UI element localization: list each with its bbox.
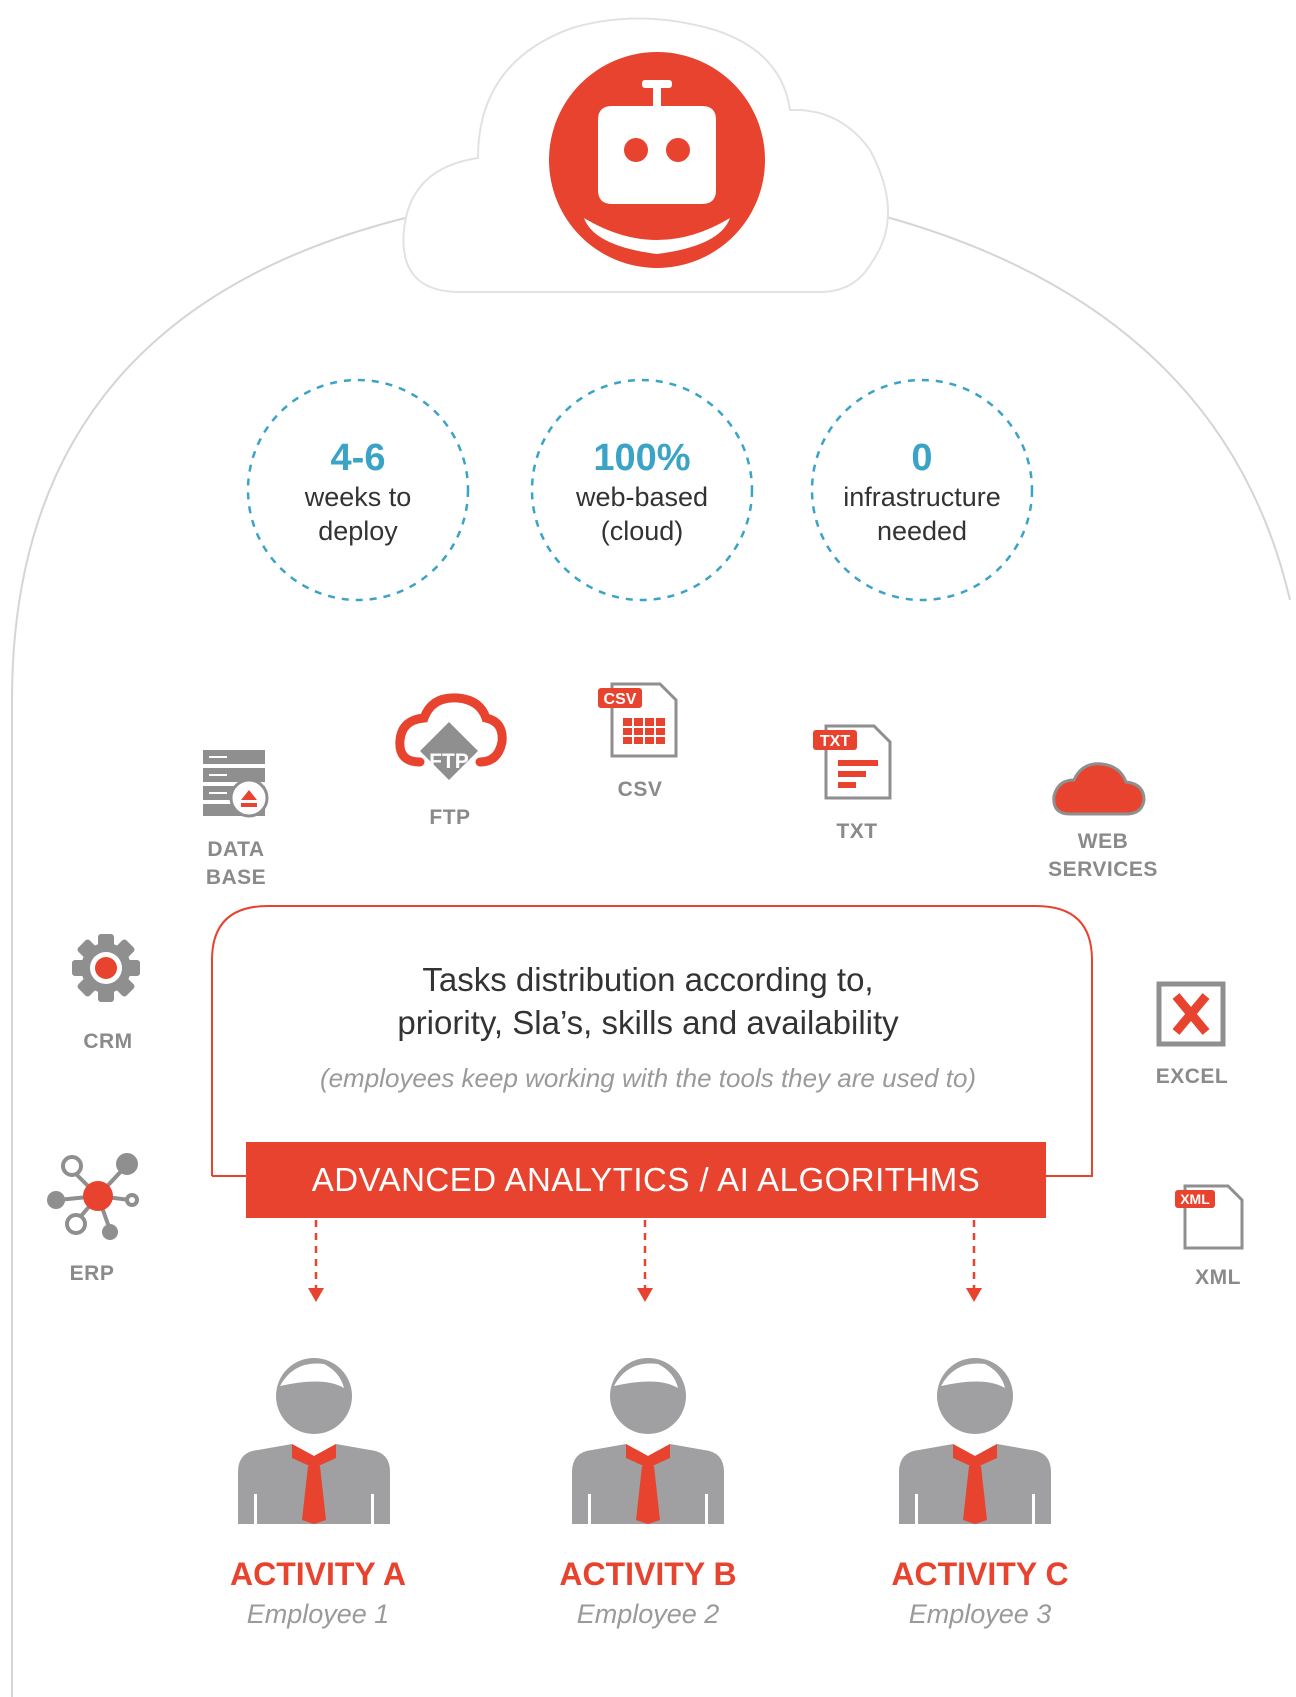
stat-label-line1: web-based bbox=[575, 482, 709, 512]
tasks-box bbox=[211, 905, 1093, 1177]
stat-circle-2 bbox=[530, 378, 754, 602]
source-label: CSV bbox=[617, 778, 663, 801]
activity-name: ACTIVITY C bbox=[891, 1556, 1069, 1592]
source-database: DATA BASE bbox=[176, 836, 296, 892]
source-label: WEB bbox=[1077, 830, 1129, 853]
source-crm: CRM bbox=[48, 1028, 168, 1056]
tasks-line-2: priority, Sla’s, skills and availability bbox=[397, 1004, 899, 1041]
excel-icon bbox=[1156, 981, 1226, 1047]
network-icon bbox=[47, 1153, 139, 1240]
stat-label-line2: needed bbox=[876, 516, 968, 546]
robot-icon bbox=[549, 52, 765, 268]
source-ftp: FTP bbox=[390, 804, 510, 832]
stat-value: 0 bbox=[911, 437, 933, 479]
txt-file-icon: TXT bbox=[813, 724, 892, 800]
svg-text:CSV: CSV bbox=[604, 691, 637, 708]
activity-a: ACTIVITY A Employee 1 bbox=[188, 1554, 448, 1634]
svg-text:XML: XML bbox=[1180, 1191, 1210, 1207]
outer-arch bbox=[11, 209, 1291, 1697]
source-label: TXT bbox=[836, 820, 878, 843]
source-label: FTP bbox=[429, 806, 471, 829]
ftp-cloud-icon: FTP bbox=[395, 693, 507, 780]
activity-b: ACTIVITY B Employee 2 bbox=[518, 1554, 778, 1634]
source-label: EXCEL bbox=[1155, 1065, 1229, 1088]
svg-text:TXT: TXT bbox=[820, 733, 850, 750]
cloud-icon bbox=[1052, 762, 1146, 816]
stat-label-line2: deploy bbox=[318, 516, 398, 546]
stat-infrastructure: 0 infrastructure needed bbox=[812, 436, 1032, 548]
arrow-head-a bbox=[308, 1288, 324, 1302]
source-xml: XML bbox=[1158, 1264, 1278, 1292]
activity-name: ACTIVITY B bbox=[559, 1556, 737, 1592]
tasks-note: (employees keep working with the tools t… bbox=[319, 1063, 977, 1093]
gear-icon bbox=[72, 934, 140, 1002]
svg-text:FTP: FTP bbox=[429, 750, 469, 773]
employee-icon-2 bbox=[572, 1358, 724, 1524]
stat-label-line2: (cloud) bbox=[600, 516, 684, 546]
stat-value: 100% bbox=[593, 437, 691, 479]
arrow-head-c bbox=[966, 1288, 982, 1302]
analytics-banner: ADVANCED ANALYTICS / AI ALGORITHMS bbox=[246, 1142, 1046, 1218]
employee-icon-3 bbox=[899, 1358, 1051, 1524]
source-label: BASE bbox=[205, 866, 267, 889]
source-csv: CSV bbox=[580, 776, 700, 804]
tasks-title: Tasks distribution according to, priorit… bbox=[212, 958, 1084, 1044]
stat-cloud: 100% web-based (cloud) bbox=[532, 436, 752, 548]
stat-deploy: 4-6 weeks to deploy bbox=[248, 436, 468, 548]
employee-name: Employee 3 bbox=[908, 1599, 1052, 1629]
employee-name: Employee 1 bbox=[246, 1599, 390, 1629]
activity-name: ACTIVITY A bbox=[229, 1556, 406, 1592]
source-txt: TXT bbox=[797, 818, 917, 846]
source-label: SERVICES bbox=[1048, 858, 1158, 881]
employee-name: Employee 2 bbox=[576, 1599, 720, 1629]
source-label: XML bbox=[1195, 1266, 1241, 1289]
database-icon bbox=[203, 750, 269, 818]
source-excel: EXCEL bbox=[1132, 1063, 1252, 1091]
stat-label-line1: infrastructure bbox=[843, 482, 1001, 512]
source-label: CRM bbox=[83, 1030, 133, 1053]
csv-file-icon: CSV bbox=[598, 682, 678, 758]
tasks-line-1: Tasks distribution according to, bbox=[422, 961, 874, 998]
stat-circle-1 bbox=[246, 378, 470, 602]
employee-icon-1 bbox=[238, 1358, 390, 1524]
source-web-services: WEB SERVICES bbox=[1033, 828, 1173, 884]
stat-value: 4-6 bbox=[330, 437, 386, 479]
source-erp: ERP bbox=[32, 1260, 152, 1288]
source-label: ERP bbox=[69, 1262, 115, 1285]
arrow-head-b bbox=[637, 1288, 653, 1302]
stat-circle-3 bbox=[810, 378, 1034, 602]
source-label: DATA bbox=[207, 838, 265, 861]
xml-file-icon: XML bbox=[1175, 1184, 1244, 1250]
activity-c: ACTIVITY C Employee 3 bbox=[850, 1554, 1110, 1634]
stat-label-line1: weeks to bbox=[304, 482, 412, 512]
